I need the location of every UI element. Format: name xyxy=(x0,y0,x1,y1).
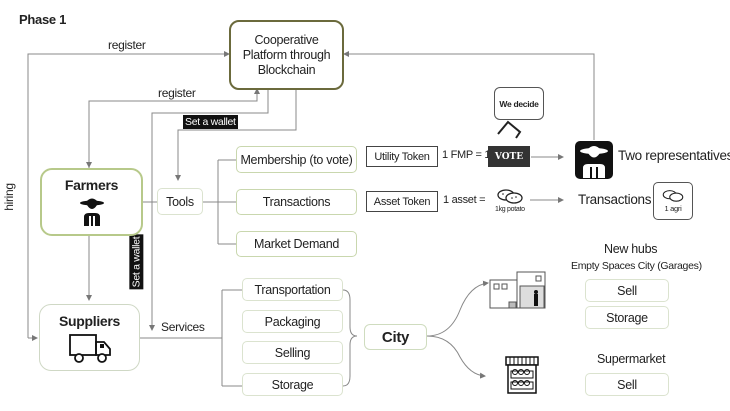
agri-caption: 1 agri xyxy=(664,204,682,213)
edge-representatives-platform xyxy=(343,51,595,140)
hub-item-label: Storage xyxy=(606,310,648,325)
service-transportation[interactable]: Transportation xyxy=(242,278,343,301)
service-selling[interactable]: Selling xyxy=(242,341,343,364)
tool-item-transactions[interactable]: Transactions xyxy=(236,189,357,215)
service-packaging[interactable]: Packaging xyxy=(242,310,343,333)
ballot-icon xyxy=(497,120,522,139)
platform-node[interactable]: Cooperative Platform through Blockchain xyxy=(229,20,344,90)
edge-set-wallet-services xyxy=(149,89,269,331)
supermarket-title: Supermarket xyxy=(597,352,666,366)
utility-token-label: Utility Token xyxy=(374,150,430,163)
potato-caption: 1kg potato xyxy=(495,206,525,213)
hub-sell[interactable]: Sell xyxy=(585,279,669,302)
tool-item-market-demand[interactable]: Market Demand xyxy=(236,231,357,257)
asset-equation: 1 asset = xyxy=(443,194,486,206)
potato-icon xyxy=(497,189,523,204)
edge-register-top xyxy=(27,51,230,338)
hubs-title: New hubs xyxy=(604,242,658,256)
utility-token: Utility Token xyxy=(366,146,438,167)
edge-label-register-farmers: register xyxy=(158,86,196,100)
farmer-icon xyxy=(79,198,104,226)
edge-set-wallet-tools xyxy=(175,89,297,181)
suppliers-label: Suppliers xyxy=(58,312,121,329)
farmers-node[interactable]: Farmers xyxy=(40,168,143,236)
hub-item-label: Sell xyxy=(617,283,637,298)
platform-label: Cooperative Platform through Blockchain xyxy=(242,32,331,77)
edge-label-hiring: hiring xyxy=(1,183,16,211)
service-storage[interactable]: Storage xyxy=(242,373,343,396)
edge-label-services: Services xyxy=(161,320,205,334)
tools-label: Tools xyxy=(166,194,194,209)
potato-icon xyxy=(662,190,684,202)
hubs-subtitle: Empty Spaces City (Garages) xyxy=(571,260,702,272)
hub-storage[interactable]: Storage xyxy=(585,306,669,329)
tool-item-label: Membership (to vote) xyxy=(240,152,353,167)
city-node[interactable]: City xyxy=(364,324,427,350)
service-label: Storage xyxy=(271,377,314,392)
tools-node[interactable]: Tools xyxy=(157,188,203,215)
supermarket-sell[interactable]: Sell xyxy=(585,373,669,396)
supermarket-item-label: Sell xyxy=(617,377,637,392)
page-title: Phase 1 xyxy=(19,12,67,27)
vote-box-icon: VOTE xyxy=(488,146,530,167)
tool-item-label: Transactions xyxy=(262,195,331,209)
service-label: Packaging xyxy=(264,314,321,329)
edge-label-set-wallet-tools: Set a wallet xyxy=(183,115,238,129)
agri-token: 1 agri xyxy=(653,182,693,220)
garage-building-icon xyxy=(489,271,546,309)
asset-token: Asset Token xyxy=(366,191,438,212)
edge-label-register-top: register xyxy=(108,38,146,52)
tool-item-membership[interactable]: Membership (to vote) xyxy=(236,146,357,173)
representatives-label: Two representatives xyxy=(618,148,730,163)
supermarket-icon xyxy=(505,356,539,394)
utility-equation: 1 FMP = 1 xyxy=(442,149,491,161)
asset-token-label: Asset Token xyxy=(373,195,431,208)
suppliers-node[interactable]: Suppliers xyxy=(39,304,140,371)
city-label: City xyxy=(381,328,410,346)
service-label: Selling xyxy=(274,345,311,360)
edge-label-set-wallet-services: Set a wallet xyxy=(129,234,144,290)
truck-icon xyxy=(68,333,111,363)
representative-farmer-icon xyxy=(575,141,613,179)
transactions-outcome-label: Transactions xyxy=(578,192,652,207)
we-decide-bubble: We decide xyxy=(494,87,544,120)
farmers-label: Farmers xyxy=(64,177,119,193)
tool-item-label: Market Demand xyxy=(253,237,340,251)
service-label: Transportation xyxy=(254,282,331,297)
